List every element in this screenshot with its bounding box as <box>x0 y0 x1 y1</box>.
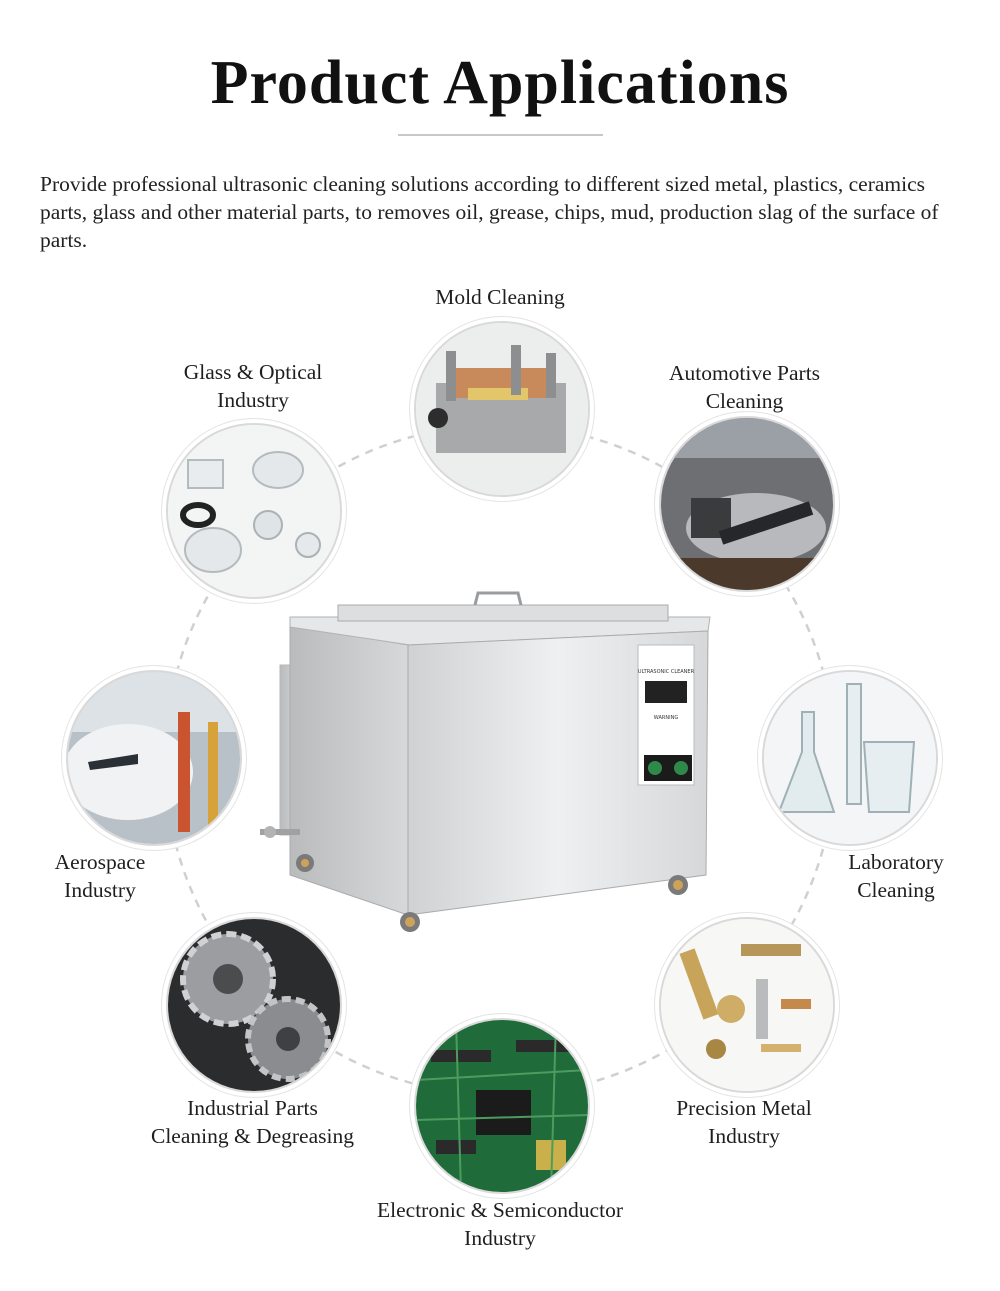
automotive-parts-image <box>659 416 835 592</box>
warning-label: WARNING <box>654 715 679 721</box>
glass-optical-image <box>166 423 342 599</box>
label-glass-optical: Glass & Optical Industry <box>183 360 323 412</box>
label-automotive-parts: Automotive Parts Cleaning <box>668 361 821 413</box>
label-mold-cleaning: Mold Cleaning <box>435 285 565 309</box>
panel-label: ULTRASONIC CLEANER <box>638 669 695 675</box>
intro-paragraph: Provide professional ultrasonic cleaning… <box>40 172 939 252</box>
industrial-parts-image <box>166 917 342 1093</box>
label-electronic-semiconductor: Electronic & Semiconductor Industry <box>377 1198 623 1250</box>
label-laboratory: Laboratory Cleaning <box>848 850 944 902</box>
precision-metal-image <box>659 917 835 1093</box>
ultrasonic-cleaner-machine: ULTRASONIC CLEANER WARNING <box>260 591 711 932</box>
mold-cleaning-image <box>414 321 590 497</box>
title-divider <box>398 134 603 136</box>
electronic-semiconductor-image <box>414 1018 590 1194</box>
aerospace-image <box>66 670 242 846</box>
page-title: Product Applications <box>210 49 790 117</box>
label-precision-metal: Precision Metal Industry <box>676 1096 812 1148</box>
label-aerospace: Aerospace Industry <box>54 850 146 902</box>
label-industrial-parts: Industrial Parts Cleaning & Degreasing <box>150 1096 354 1148</box>
laboratory-image <box>762 670 938 846</box>
